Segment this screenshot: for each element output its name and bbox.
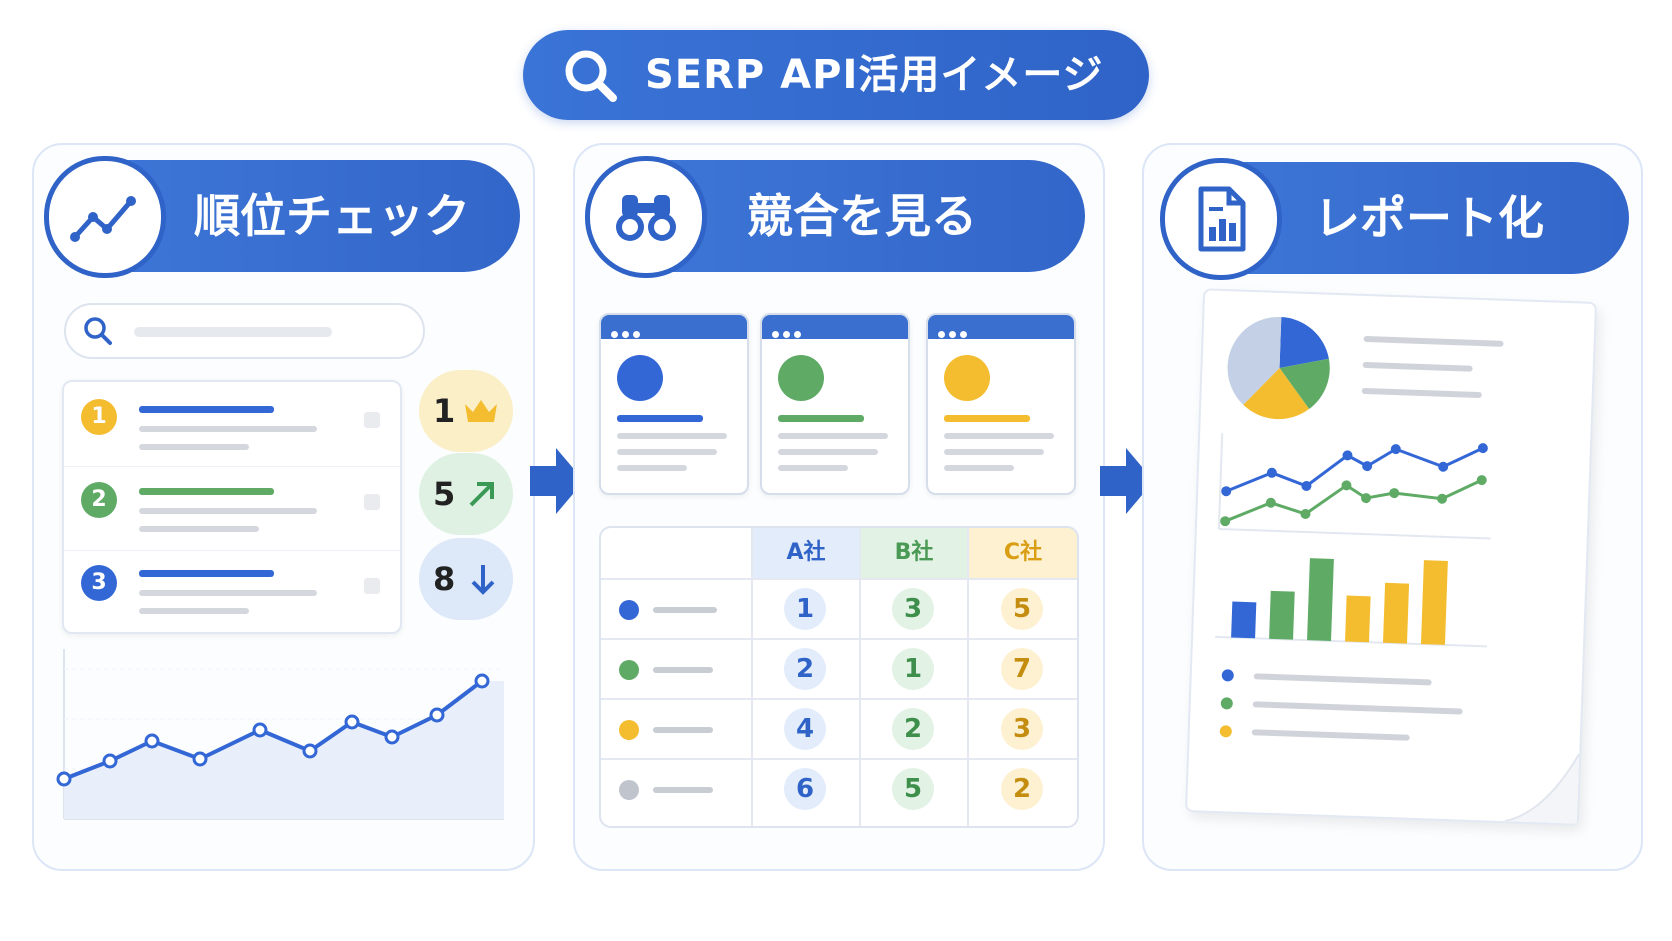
table-cell: 2 (892, 708, 934, 750)
rank-number-2: 2 (81, 482, 117, 518)
column-header-c: C社 (969, 528, 1077, 578)
search-results-card: 1 2 3 (62, 380, 402, 634)
table-cell: 2 (1001, 768, 1043, 810)
column-header-b: B社 (861, 528, 967, 578)
rank-badge-top: 1 (419, 370, 513, 452)
competitor-panel: 競合を見る A社 B社 C社 (573, 143, 1105, 871)
table-cell: 5 (1001, 588, 1043, 630)
rank-badge-up: 5 (419, 453, 513, 535)
table-cell: 6 (784, 768, 826, 810)
rank-badge-down: 8 (419, 538, 513, 620)
table-cell: 2 (784, 648, 826, 690)
rank-trend-chart (56, 649, 504, 820)
arrow-right-icon (1100, 448, 1154, 514)
search-placeholder-bar (134, 327, 332, 337)
table-cell: 7 (1001, 648, 1043, 690)
rank-check-header: 順位チェック (44, 156, 520, 278)
competitor-window-1 (599, 313, 749, 495)
rank-check-title: 順位チェック (194, 189, 470, 243)
rank-check-panel: 順位チェック 1 2 3 1 5 (32, 143, 535, 871)
table-cell: 1 (892, 648, 934, 690)
title-pill: SERP API活用イメージ (523, 30, 1149, 120)
report-title: レポート化 (1314, 191, 1544, 245)
table-cell: 3 (1001, 708, 1043, 750)
report-document-icon (1160, 158, 1282, 280)
competitor-title: 競合を見る (747, 189, 977, 243)
page-curl (1504, 753, 1580, 824)
rank-badge-value: 1 (433, 392, 456, 430)
column-header-a: A社 (753, 528, 859, 578)
report-document (1184, 288, 1598, 826)
competitor-rank-table: A社 B社 C社 1 3 5 2 1 7 4 2 3 6 5 2 (599, 526, 1079, 828)
rank-badge-value: 8 (433, 560, 456, 598)
search-icon (84, 317, 112, 345)
arrow-up-right-icon (469, 482, 494, 507)
competitor-header: 競合を見る (585, 156, 1085, 278)
competitor-window-2 (760, 313, 910, 495)
trend-icon (44, 156, 166, 278)
table-cell: 4 (784, 708, 826, 750)
report-header: レポート化 (1160, 158, 1629, 280)
crown-icon (465, 400, 497, 422)
report-pie-chart (1227, 317, 1330, 420)
rank-badge-value: 5 (433, 475, 456, 513)
rank-number-3: 3 (81, 565, 117, 601)
search-input[interactable] (64, 303, 425, 359)
search-icon (561, 46, 621, 110)
rank-number-1: 1 (81, 399, 117, 435)
page-title: SERP API活用イメージ (645, 52, 1104, 98)
table-cell: 1 (784, 588, 826, 630)
report-bar-chart (1215, 558, 1487, 648)
binoculars-icon (585, 156, 707, 278)
report-panel: レポート化 (1142, 143, 1643, 871)
competitor-window-3 (926, 313, 1076, 495)
table-cell: 3 (892, 588, 934, 630)
result-row-1[interactable]: 1 (64, 382, 400, 467)
arrow-right-icon (530, 448, 584, 514)
result-row-2[interactable]: 2 (64, 466, 400, 551)
result-row-3[interactable]: 3 (64, 550, 400, 632)
table-cell: 5 (892, 768, 934, 810)
report-line-chart (1217, 432, 1491, 540)
arrow-down-icon (471, 565, 495, 595)
